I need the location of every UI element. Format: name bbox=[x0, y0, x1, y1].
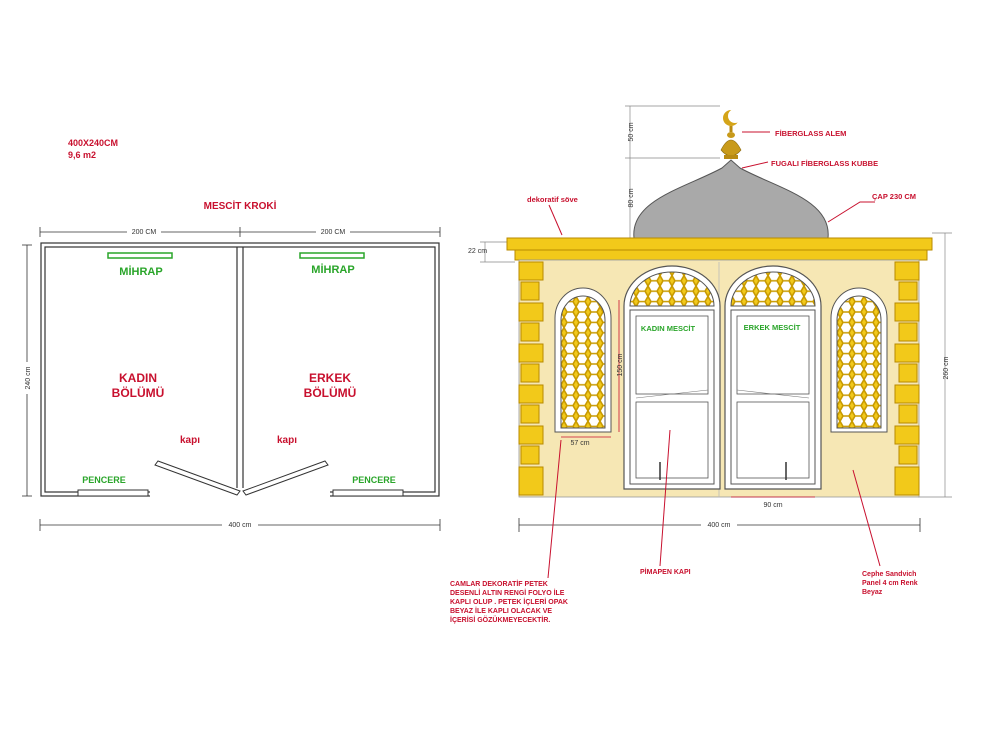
plan-dim-side: 240 cm bbox=[25, 366, 32, 389]
plan-window-right bbox=[332, 489, 404, 497]
plan-walls bbox=[40, 242, 440, 497]
note-facade: Cephe Sandvich Panel 4 cm Renk Beyaz bbox=[862, 571, 918, 596]
plan-women-line2: BÖLÜMÜ bbox=[112, 385, 165, 400]
plan-size-label: 400X240CM bbox=[68, 138, 118, 148]
crescent-finial-icon bbox=[720, 109, 742, 159]
plan-top-dimension bbox=[39, 227, 441, 237]
elev-dim-90: 90 cm bbox=[763, 502, 782, 509]
door-men-label: ERKEK MESCİT bbox=[744, 323, 801, 332]
label-alem: FİBERGLASS ALEM bbox=[775, 129, 846, 138]
plan-mihrap-right-shape bbox=[299, 252, 365, 259]
svg-text:CAMLAR DEKORATİF PETEK: CAMLAR DEKORATİF PETEK bbox=[450, 580, 548, 588]
svg-text:Beyaz: Beyaz bbox=[862, 589, 883, 596]
plan-title: MESCİT KROKİ bbox=[204, 199, 277, 212]
elev-dim-50: 50 cm bbox=[628, 122, 635, 141]
plan-mihrap-left: MİHRAP bbox=[119, 265, 162, 278]
plan-mihrap-right: MİHRAP bbox=[311, 263, 354, 276]
svg-text:Panel 4 cm Renk: Panel 4 cm Renk bbox=[862, 580, 918, 587]
plan-men-line2: BÖLÜMÜ bbox=[304, 385, 357, 400]
note-door: PİMAPEN KAPI bbox=[640, 568, 691, 576]
plan-dim-bottom: 400 cm bbox=[229, 522, 252, 529]
plan-dim-top-left: 200 CM bbox=[132, 229, 157, 236]
door-women-label: KADIN MESCİT bbox=[641, 324, 696, 333]
door-women bbox=[623, 265, 721, 490]
cornice bbox=[506, 237, 933, 251]
elev-dim-80: 80 cm bbox=[628, 188, 635, 207]
window-dimensions bbox=[561, 300, 815, 498]
plan-doors bbox=[154, 460, 329, 496]
plan-door-right: kapı bbox=[277, 435, 297, 446]
label-diameter: ÇAP 230 CM bbox=[872, 192, 916, 201]
elev-dim-260: 260 cm bbox=[943, 356, 950, 379]
door-men bbox=[724, 265, 822, 490]
plan-area-label: 9,6 m2 bbox=[68, 150, 96, 160]
label-sove: dekoratif söve bbox=[527, 195, 578, 204]
corner-quoins bbox=[518, 261, 920, 496]
svg-text:KAPLI OLUP . PETEK İÇLERİ OPAK: KAPLI OLUP . PETEK İÇLERİ OPAK bbox=[450, 598, 568, 606]
svg-text:BEYAZ İLE KAPLI OLACAK VE: BEYAZ İLE KAPLI OLACAK VE bbox=[450, 607, 552, 615]
dome-shape bbox=[633, 159, 829, 239]
side-window-left bbox=[554, 287, 612, 433]
elev-dim-150: 150 cm bbox=[617, 353, 624, 376]
plan-window-right-label: PENCERE bbox=[352, 475, 396, 485]
svg-text:Cephe Sandvich: Cephe Sandvich bbox=[862, 571, 916, 578]
svg-text:İÇERİSİ GÖZÜKMEYECEKTİR.: İÇERİSİ GÖZÜKMEYECEKTİR. bbox=[450, 615, 550, 624]
elev-dim-400: 400 cm bbox=[708, 522, 731, 529]
elev-dim-22: 22 cm bbox=[468, 248, 487, 255]
plan-men-line1: ERKEK bbox=[309, 371, 351, 385]
plan-door-left: kapı bbox=[180, 435, 200, 446]
elev-dim-57: 57 cm bbox=[570, 440, 589, 447]
leader-lines bbox=[547, 131, 881, 579]
svg-text:DESENLİ ALTIN RENGİ FOLYO İLE: DESENLİ ALTIN RENGİ FOLYO İLE bbox=[450, 589, 565, 597]
plan-dim-top-right: 200 CM bbox=[321, 229, 346, 236]
side-window-right bbox=[830, 287, 888, 433]
plan-window-left bbox=[77, 489, 149, 497]
label-dome: FUGALI FİBERGLASS KUBBE bbox=[771, 159, 878, 168]
plan-mihrap-left-shape bbox=[107, 252, 173, 259]
note-glass: CAMLAR DEKORATİF PETEK DESENLİ ALTIN REN… bbox=[450, 580, 568, 624]
plan-window-left-label: PENCERE bbox=[82, 475, 126, 485]
plan-women-line1: KADIN bbox=[119, 371, 157, 385]
